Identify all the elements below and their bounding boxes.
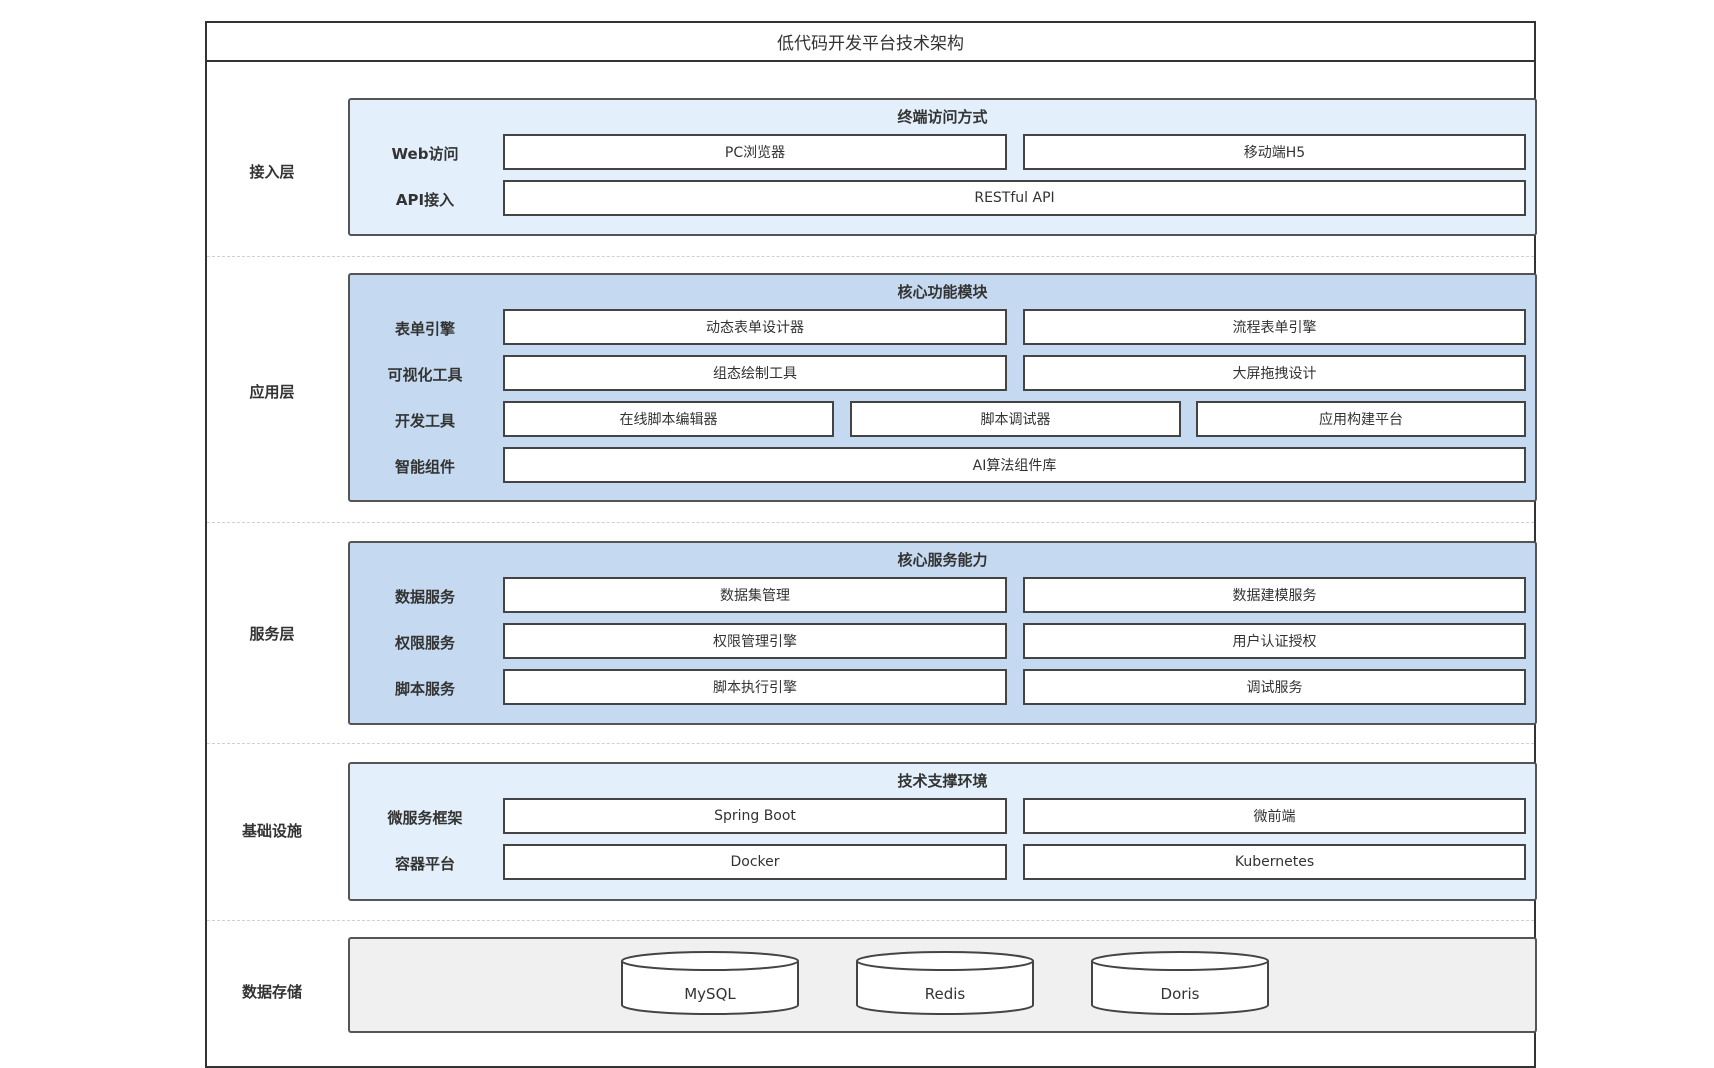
- layer-label-infrastructure: 基础设施: [241, 822, 302, 840]
- layer-separator: [207, 256, 1534, 257]
- panel-storage: MySQL Redis Doris: [348, 937, 1537, 1033]
- box-script-debugger: 脚本调试器: [850, 401, 1181, 437]
- box-permission-engine: 权限管理引擎: [503, 623, 1007, 659]
- db-label-doris: Doris: [1160, 985, 1200, 1003]
- db-label-redis: Redis: [924, 985, 966, 1003]
- architecture-frame: 低代码开发平台技术架构 接入层 终端访问方式 Web访问 PC浏览器 移动端H5…: [205, 21, 1537, 1068]
- panel-application: 核心功能模块 表单引擎 动态表单设计器 流程表单引擎 可视化工具 组态绘制工具 …: [348, 273, 1537, 502]
- db-doris: Doris: [1091, 951, 1269, 1015]
- box-restful-api: RESTful API: [503, 180, 1526, 216]
- box-docker: Docker: [503, 844, 1007, 880]
- layer-label-application: 应用层: [249, 383, 295, 401]
- box-mobile-h5: 移动端H5: [1023, 134, 1526, 170]
- row-label-web: Web访问: [391, 145, 459, 163]
- box-script-execution-engine: 脚本执行引擎: [503, 669, 1007, 705]
- row-label-script-service: 脚本服务: [394, 680, 455, 698]
- layer-separator: [207, 920, 1534, 921]
- layer-label-access: 接入层: [249, 163, 295, 181]
- diagram-title: 低代码开发平台技术架构: [207, 23, 1534, 62]
- db-mysql: MySQL: [621, 951, 799, 1015]
- database-cylinder-icon: [1091, 951, 1269, 1015]
- panel-title-access: 终端访问方式: [897, 108, 988, 126]
- panel-title-application: 核心功能模块: [897, 283, 988, 301]
- row-label-api: API接入: [395, 191, 455, 209]
- box-micro-frontend: 微前端: [1023, 798, 1526, 834]
- box-dashboard-drag-design: 大屏拖拽设计: [1023, 355, 1526, 391]
- box-dataset-management: 数据集管理: [503, 577, 1007, 613]
- layer-separator: [207, 522, 1534, 523]
- box-pc-browser: PC浏览器: [503, 134, 1007, 170]
- box-kubernetes: Kubernetes: [1023, 844, 1526, 880]
- box-dynamic-form-designer: 动态表单设计器: [503, 309, 1007, 345]
- row-label-form-engine: 表单引擎: [394, 320, 455, 338]
- db-label-mysql: MySQL: [684, 985, 736, 1003]
- database-cylinder-icon: [856, 951, 1034, 1015]
- layer-label-service: 服务层: [249, 625, 295, 643]
- panel-infrastructure: 技术支撑环境 微服务框架 Spring Boot 微前端 容器平台 Docker…: [348, 762, 1537, 901]
- box-ai-algorithm-library: AI算法组件库: [503, 447, 1526, 483]
- box-online-script-editor: 在线脚本编辑器: [503, 401, 834, 437]
- row-label-dev-tools: 开发工具: [394, 412, 455, 430]
- panel-access: 终端访问方式 Web访问 PC浏览器 移动端H5 API接入 RESTful A…: [348, 98, 1537, 236]
- box-config-drawing-tool: 组态绘制工具: [503, 355, 1007, 391]
- panel-title-service: 核心服务能力: [897, 551, 988, 569]
- row-label-data-service: 数据服务: [394, 588, 455, 606]
- layer-label-storage: 数据存储: [241, 983, 302, 1001]
- row-label-smart-components: 智能组件: [394, 458, 455, 476]
- db-redis: Redis: [856, 951, 1034, 1015]
- row-label-visual-tools: 可视化工具: [387, 366, 463, 384]
- panel-service: 核心服务能力 数据服务 数据集管理 数据建模服务 权限服务 权限管理引擎 用户认…: [348, 541, 1537, 725]
- box-user-auth: 用户认证授权: [1023, 623, 1526, 659]
- box-app-build-platform: 应用构建平台: [1196, 401, 1526, 437]
- layer-separator: [207, 743, 1534, 744]
- row-label-microservice: 微服务框架: [387, 809, 463, 827]
- box-debug-service: 调试服务: [1023, 669, 1526, 705]
- database-cylinder-icon: [621, 951, 799, 1015]
- box-process-form-engine: 流程表单引擎: [1023, 309, 1526, 345]
- box-data-modeling-service: 数据建模服务: [1023, 577, 1526, 613]
- panel-title-infrastructure: 技术支撑环境: [897, 772, 988, 790]
- row-label-container-platform: 容器平台: [394, 855, 455, 873]
- row-label-permission-service: 权限服务: [394, 634, 455, 652]
- box-spring-boot: Spring Boot: [503, 798, 1007, 834]
